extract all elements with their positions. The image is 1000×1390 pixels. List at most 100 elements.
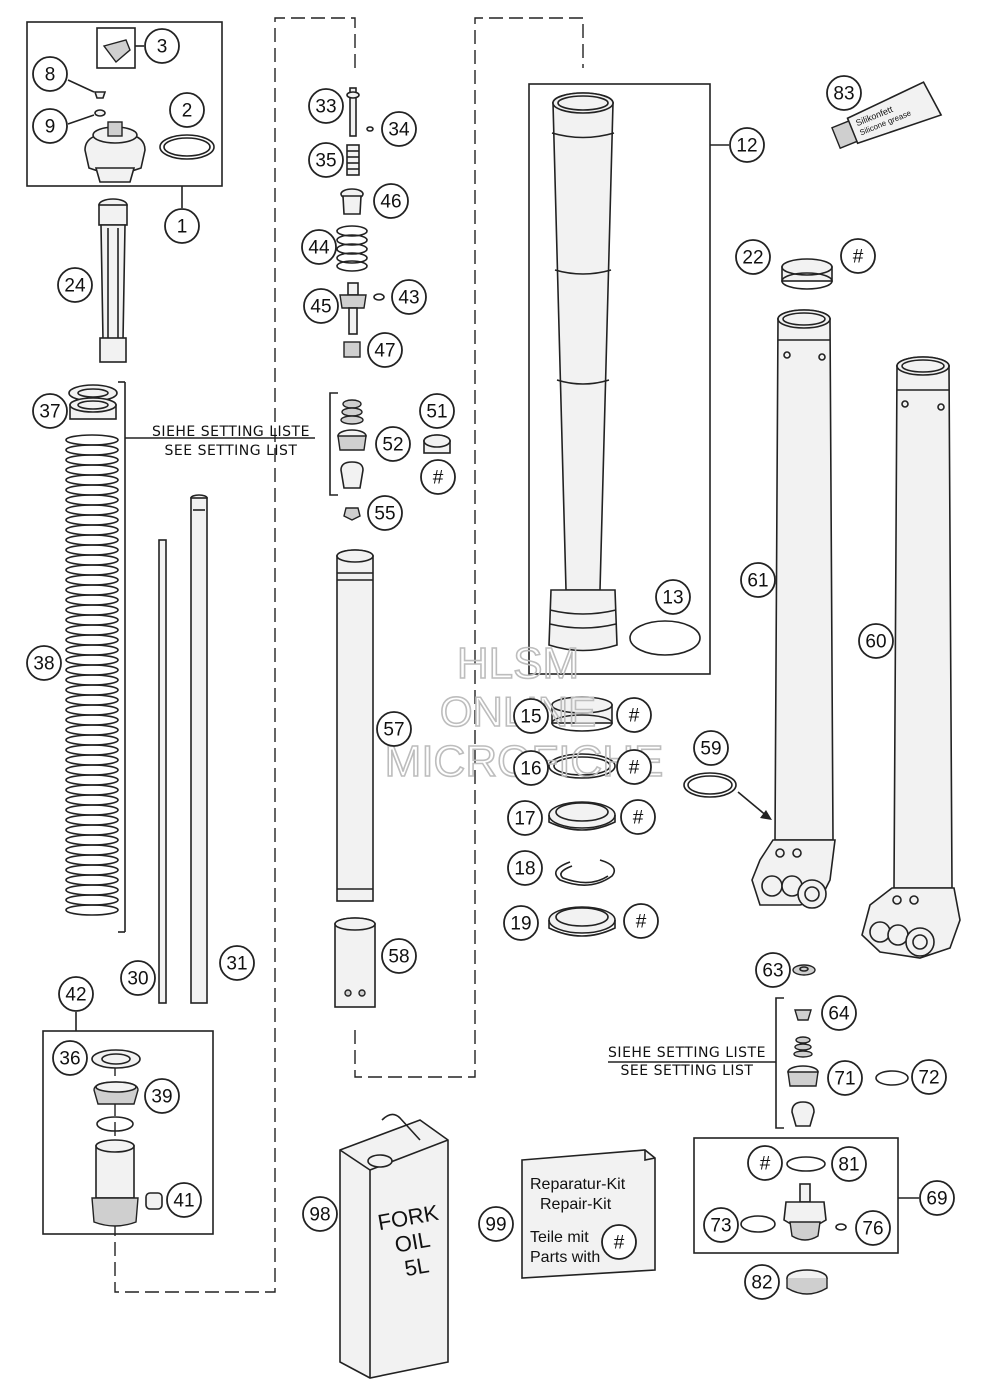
callout-label: 22: [742, 248, 763, 269]
callout-hash: #: [420, 459, 456, 495]
callout-circle: [620, 799, 656, 835]
callout-circle: [827, 1060, 863, 1096]
callout-label: 83: [833, 84, 854, 105]
callout-label: 24: [64, 276, 86, 297]
callout-circle: [826, 75, 862, 111]
part-82-seal: [786, 1269, 828, 1295]
callout-64: 64: [821, 995, 857, 1031]
callout-circle: [144, 1078, 180, 1114]
callout-label: 36: [59, 1049, 80, 1070]
callout-label: 99: [485, 1215, 506, 1236]
callout-label: 34: [388, 120, 410, 141]
callout-circle: [302, 1196, 338, 1232]
kit-line1: Reparatur-Kit: [530, 1176, 626, 1193]
callout-label: 47: [374, 341, 395, 362]
callout-circle: [831, 1146, 867, 1182]
callout-36: 36: [52, 1040, 88, 1076]
callout-circle: [419, 393, 455, 429]
spring-coil: [65, 824, 119, 836]
spring-coil: [65, 814, 119, 826]
callout-label: #: [629, 706, 640, 727]
callout-circle: [735, 239, 771, 275]
callout-label: 57: [383, 720, 404, 741]
callout-label: #: [760, 1154, 771, 1175]
spring-coil: [65, 614, 119, 626]
callout-label: 38: [33, 654, 54, 675]
callout-circle: [911, 1059, 947, 1095]
callout-61: 61: [740, 562, 776, 598]
callout-8: 8: [32, 56, 68, 92]
kit-line4: Parts with: [530, 1249, 600, 1266]
callout-52: 52: [375, 426, 411, 462]
part-37-spring-seats: [68, 381, 315, 933]
spring-coil: [65, 494, 119, 506]
spring-coil: [65, 564, 119, 576]
callout-label: 30: [127, 969, 148, 990]
spring-coil: [65, 904, 119, 916]
spring-coil: [65, 704, 119, 716]
callout-45: 45: [303, 288, 339, 324]
callout-9: 9: [32, 108, 68, 144]
callout-55: 55: [367, 495, 403, 531]
callout-label: 45: [310, 297, 331, 318]
callout-label: 37: [39, 402, 60, 423]
callout-circle: [821, 995, 857, 1031]
spring-coil: [65, 634, 119, 646]
callout-circle: [381, 111, 417, 147]
spring-coil: [65, 894, 119, 906]
callout-label: 31: [226, 954, 247, 975]
callout-39: 39: [144, 1078, 180, 1114]
spring-coil: [65, 734, 119, 746]
callout-circle: [616, 749, 652, 785]
callout-circle: [58, 976, 94, 1012]
callout-circle: [420, 459, 456, 495]
callout-83: 83: [826, 75, 862, 111]
callout-label: 81: [838, 1155, 859, 1176]
spring-coil: [65, 654, 119, 666]
callout-circle: [740, 562, 776, 598]
callout-label: #: [633, 808, 644, 829]
callout-label: 71: [834, 1069, 855, 1090]
callout-label: 3: [157, 37, 168, 58]
callout-label: 18: [514, 859, 535, 880]
callout-hash: #: [623, 903, 659, 939]
callout-circle: [367, 332, 403, 368]
callout-circle: [26, 645, 62, 681]
spring-coil: [65, 434, 119, 446]
callout-33: 33: [308, 88, 344, 124]
callout-label: 64: [828, 1004, 850, 1025]
callout-label: 55: [374, 504, 395, 525]
group-bracket-51-55: [329, 392, 451, 521]
callout-44: 44: [301, 229, 337, 265]
setting-note-upper-de: SIEHE SETTING LISTE: [152, 424, 310, 440]
callout-63: 63: [755, 952, 791, 988]
spring-coil: [65, 864, 119, 876]
callout-circle: [219, 945, 255, 981]
callout-label: 73: [710, 1216, 731, 1237]
callout-47: 47: [367, 332, 403, 368]
callout-label: 1: [177, 217, 188, 238]
callout-circle: [919, 1180, 955, 1216]
part-22-bushing: [781, 258, 833, 290]
callout-label: 43: [398, 288, 419, 309]
part-98-fork-oil-can: FORK OIL 5L: [339, 1113, 449, 1379]
callout-circle: [301, 229, 337, 265]
callout-label: 16: [520, 759, 541, 780]
kit-line2: Repair-Kit: [540, 1196, 612, 1213]
callout-72: 72: [911, 1059, 947, 1095]
group-box-12: [528, 83, 729, 675]
part-57-cartridge-tube: [336, 549, 374, 902]
callout-label: 8: [45, 65, 56, 86]
callout-label: 41: [173, 1191, 194, 1212]
callout-circle: [507, 850, 543, 886]
callout-circle: [703, 1207, 739, 1243]
callout-19: 19: [503, 905, 539, 941]
callout-60: 60: [858, 623, 894, 659]
spring-coil: [65, 474, 119, 486]
callout-label: 2: [182, 101, 193, 122]
part-15-seal: [551, 696, 613, 732]
part-47-nut: [343, 341, 361, 358]
callout-label: 61: [747, 571, 768, 592]
callout-label: 35: [315, 151, 336, 172]
